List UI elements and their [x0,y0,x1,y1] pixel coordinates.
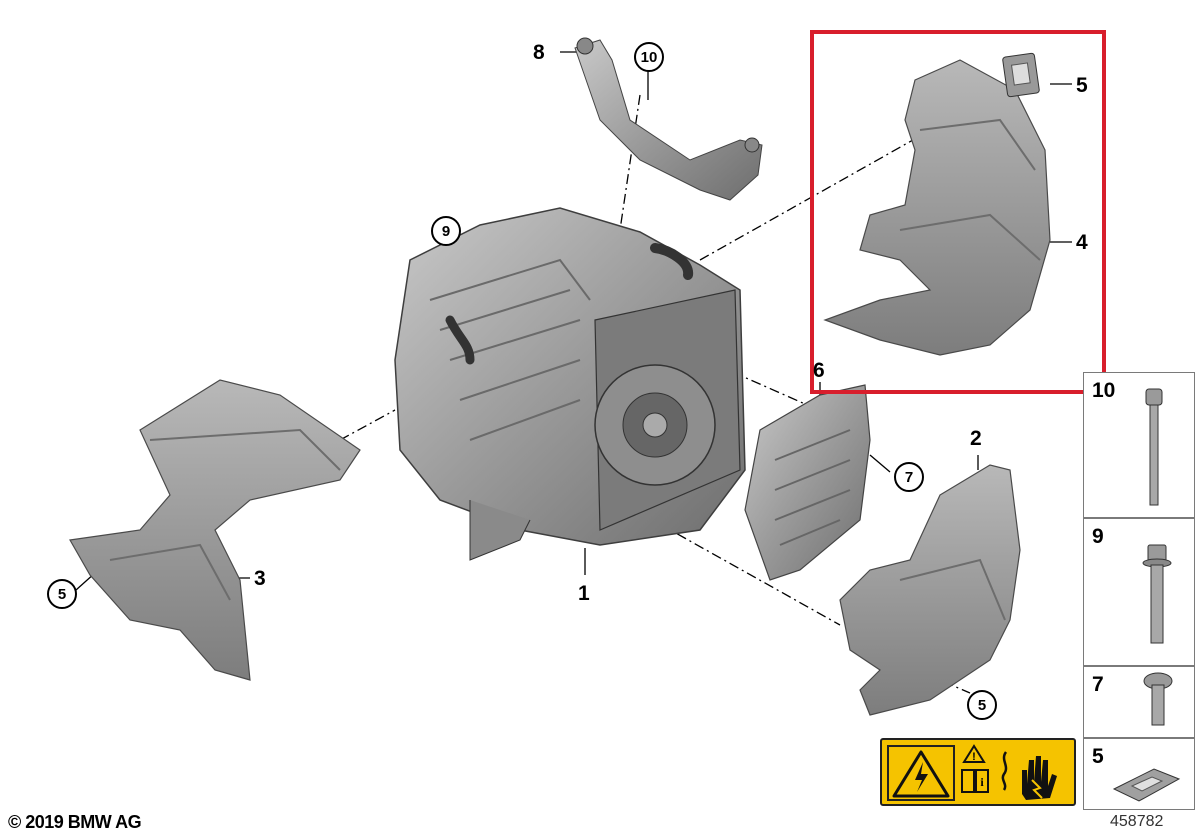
diagram-id: 458782 [1110,813,1164,830]
no-touch-hand-icon [1001,751,1057,800]
heat-shield-part-3 [69,379,361,681]
side-panel-item-9[interactable]: 9 [1083,518,1195,666]
callout-5-left-circle[interactable]: 5 [47,579,77,609]
clip-part-5-top [1002,52,1040,98]
screw-short-icon [1143,672,1173,726]
callout-3[interactable]: 3 [254,567,266,590]
bolt-flange-icon [1142,544,1172,644]
motor-housing-part-1 [394,207,746,561]
callout-1[interactable]: 1 [578,582,590,605]
side-panel-item-7[interactable]: 7 [1083,666,1195,738]
bolt-long-icon [1145,388,1163,506]
side-panel-number: 9 [1092,525,1104,548]
side-panel-item-5[interactable]: 5 [1083,738,1195,810]
callout-7-circle[interactable]: 7 [894,462,924,492]
callout-6[interactable]: 6 [813,359,825,382]
high-voltage-warning-label: ! i [880,738,1076,806]
svg-text:i: i [980,775,984,789]
callout-4[interactable]: 4 [1076,231,1088,254]
callout-5-right-circle[interactable]: 5 [967,690,997,720]
callout-9-circle[interactable]: 9 [431,216,461,246]
callout-5-top[interactable]: 5 [1076,74,1088,97]
cover-plate-part-6 [744,384,871,581]
heat-shield-part-4 [823,59,1051,356]
heat-shield-part-2 [839,464,1021,716]
side-panel-number: 5 [1092,745,1104,768]
highlight-frame [810,30,1106,394]
manual-icon: ! i [961,744,989,793]
clip-icon [1112,768,1181,802]
callout-10-circle[interactable]: 10 [634,42,664,72]
bracket-part-8 [574,37,763,201]
svg-text:!: ! [972,751,976,763]
copyright-text: © 2019 BMW AG [8,812,142,832]
side-panel-number: 10 [1092,379,1116,402]
callout-2[interactable]: 2 [970,427,982,450]
callout-8[interactable]: 8 [533,41,545,64]
high-voltage-icon [887,745,955,801]
side-panel-number: 7 [1092,673,1104,696]
side-panel-item-10[interactable]: 10 [1083,372,1195,518]
